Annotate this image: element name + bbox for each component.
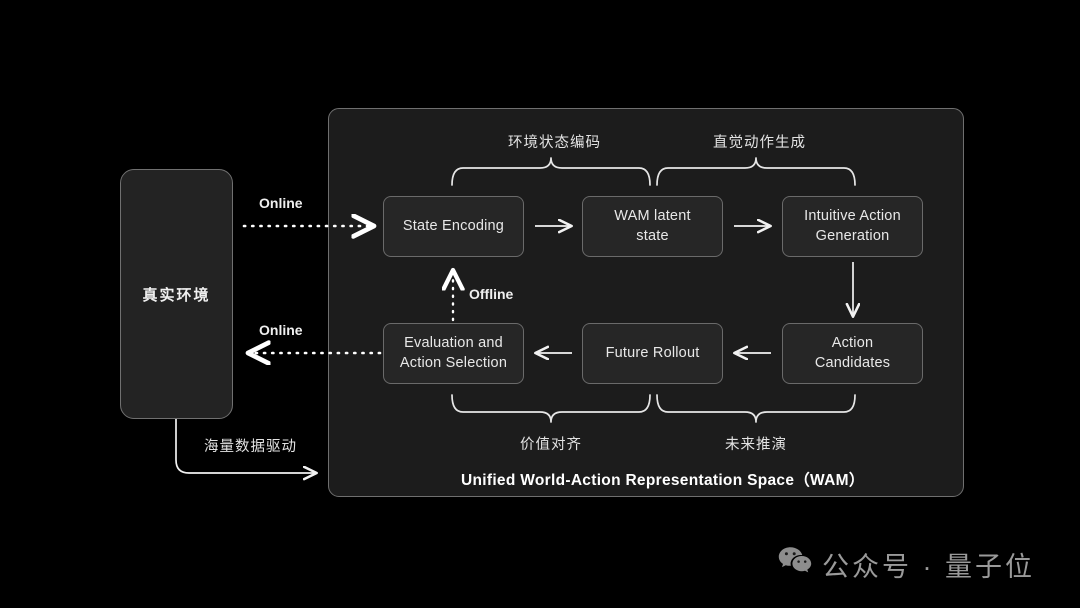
edge-label-data-driven: 海量数据驱动 [204,439,297,455]
edge-label-offline: Offline [469,286,514,302]
wam-panel [328,108,964,497]
node-state-encoding[interactable]: State Encoding [383,196,524,257]
node-future-rollout[interactable]: Future Rollout [582,323,723,384]
brace-label-bottom-right: 未来推演 [725,437,787,453]
watermark-text: 公众号 · 量子位 [822,552,1035,582]
real-environment-box[interactable]: 真实环境 [120,169,233,419]
edge-label-online-in: Online [259,195,303,211]
edge-label-online-out: Online [259,322,303,338]
node-future-rollout-label: Future Rollout [605,344,700,361]
node-state-encoding-label: State Encoding [402,217,505,234]
brace-label-top-right: 直觉动作生成 [713,135,806,151]
wechat-icon [778,546,812,583]
watermark: 公众号 · 量子位 [778,545,1035,584]
panel-title: Unified World-Action Representation Spac… [461,472,865,489]
real-environment-label: 真实环境 [142,286,211,304]
brace-label-top-left: 环境状态编码 [508,135,601,151]
brace-label-bottom-left: 价值对齐 [520,437,582,453]
